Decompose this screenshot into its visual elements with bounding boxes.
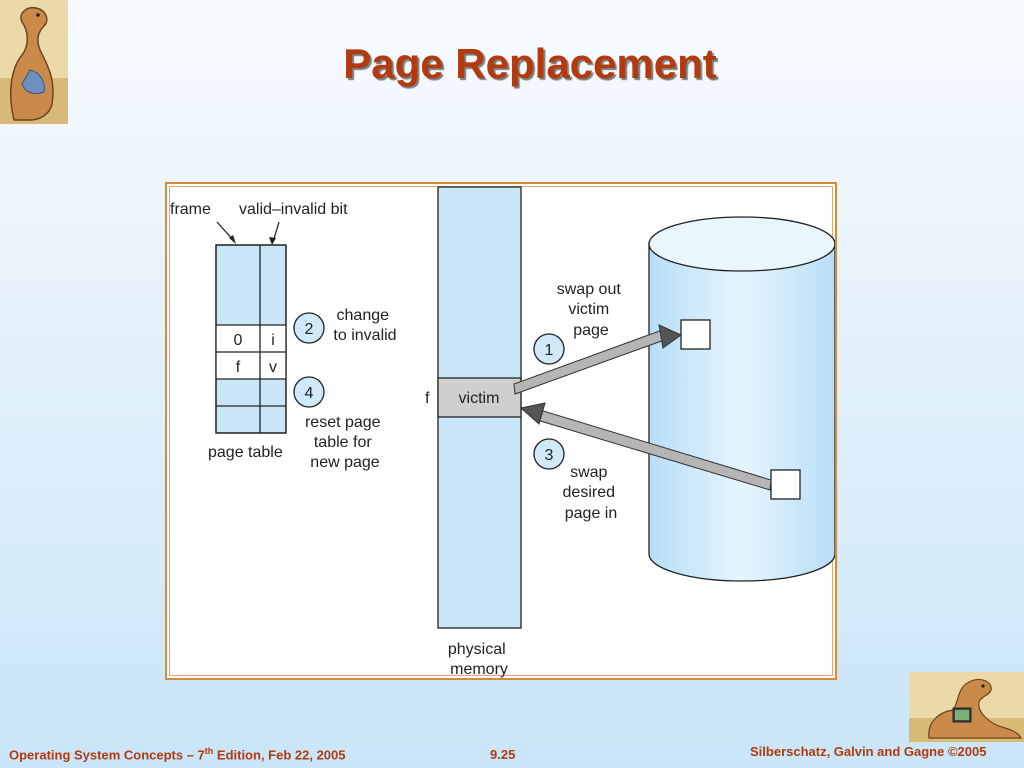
valid-invalid-bit-label: valid–invalid bit xyxy=(239,201,348,218)
step-4-number: 4 xyxy=(305,385,314,402)
page-table: 0 i f v xyxy=(215,244,287,434)
footer-course-sup: th xyxy=(204,746,214,756)
dinosaur-logo-icon xyxy=(0,0,68,124)
step-3-text: swap desired page in xyxy=(563,464,620,522)
footer-slide-number: 9.25 xyxy=(490,747,516,762)
step-4-marker xyxy=(293,376,325,408)
frame-label: frame xyxy=(170,201,211,218)
step-2-marker xyxy=(293,312,325,344)
physical-memory-label: physical memory xyxy=(448,641,510,678)
victim-page-on-disk xyxy=(680,319,711,350)
page-table-bit-cell: i xyxy=(271,332,275,349)
victim-label: victim xyxy=(459,390,500,407)
physical-memory: victim xyxy=(437,186,522,629)
disk-cylinder xyxy=(648,216,835,582)
page-table-bit-cell: v xyxy=(269,359,277,376)
step-1-text: swap out victim page xyxy=(557,281,626,339)
step-2-number: 2 xyxy=(305,321,314,338)
memory-frame-label: f xyxy=(425,390,430,407)
footer-authors: Silberschatz, Galvin and Gagne ©2005 xyxy=(750,744,987,759)
step-4-text: reset page table for new page xyxy=(305,414,385,471)
swap-in-arrow xyxy=(519,402,772,491)
swap-out-arrow xyxy=(513,324,682,395)
page-table-frame-cell: f xyxy=(236,359,241,376)
step-3-number: 3 xyxy=(545,447,554,464)
footer-course-prefix: Operating System Concepts – 7 xyxy=(9,747,205,763)
desired-page-on-disk xyxy=(770,469,801,500)
footer-course-info: Operating System Concepts – 7th Edition,… xyxy=(9,746,346,762)
footer-course-suffix: Edition, Feb 22, 2005 xyxy=(213,747,346,763)
page-replacement-diagram: frame valid–invalid bit 0 i f v page tab… xyxy=(165,182,837,680)
step-1-marker xyxy=(533,333,565,365)
page-table-label: page table xyxy=(208,444,283,461)
step-2-text: change to invalid xyxy=(333,307,396,344)
page-table-frame-cell: 0 xyxy=(234,332,243,349)
page-title: Page Replacement xyxy=(343,40,717,87)
dinosaur-laptop-icon xyxy=(909,672,1024,742)
step-3-marker xyxy=(533,438,565,470)
victim-frame xyxy=(437,377,522,418)
step-1-number: 1 xyxy=(545,342,554,359)
